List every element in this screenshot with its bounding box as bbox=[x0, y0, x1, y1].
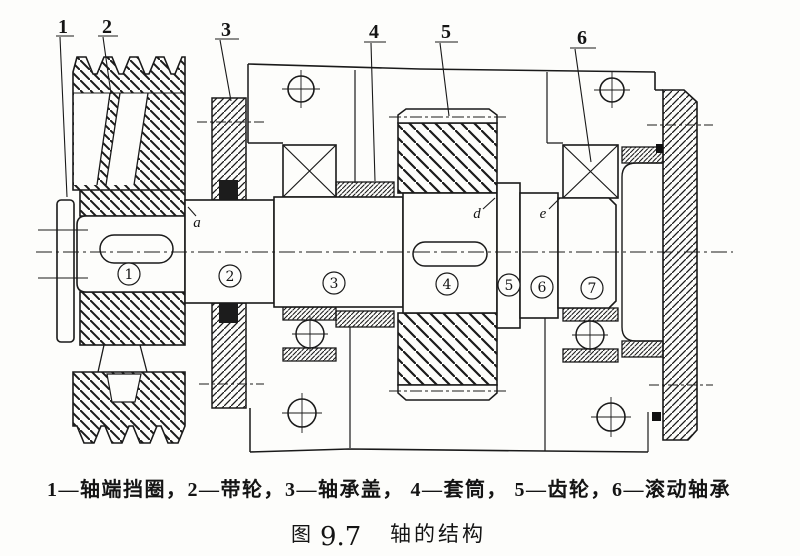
shaft-section-numbers: 1 2 3 4 5 6 7 bbox=[117, 262, 604, 300]
figure-title-prefix: 图 bbox=[291, 524, 313, 546]
point-label-e: e bbox=[540, 206, 547, 222]
keyway-2 bbox=[412, 241, 488, 267]
leader-label-6: 6 bbox=[577, 27, 587, 49]
right-bearing-top bbox=[562, 144, 619, 199]
seal-ring-top bbox=[656, 144, 663, 153]
leader-label-1: 1 bbox=[58, 16, 68, 38]
leader-label-5: 5 bbox=[441, 21, 451, 43]
shaft-section-7 bbox=[557, 197, 617, 309]
point-label-a: a bbox=[193, 215, 201, 231]
leader-label-3: 3 bbox=[221, 19, 231, 41]
gear bbox=[389, 108, 506, 401]
v-belt-pulley bbox=[72, 56, 186, 444]
figure-title-number: 9.7 bbox=[320, 522, 361, 552]
right-bearing-cap bbox=[621, 89, 713, 441]
seal-ring-bottom bbox=[652, 412, 661, 421]
right-bearing-bottom bbox=[562, 307, 619, 363]
sleeve-spacer bbox=[335, 181, 395, 328]
gearbox-housing bbox=[247, 63, 663, 453]
shaft-end-retaining-ring bbox=[38, 199, 88, 343]
housing-bolt-holes bbox=[282, 70, 631, 437]
leader-label-2: 2 bbox=[102, 16, 112, 38]
section-number-7: 7 bbox=[588, 281, 597, 297]
leader-label-4: 4 bbox=[369, 21, 379, 43]
shaft-section-5 bbox=[496, 182, 521, 329]
figure-caption: 1—轴端挡圈，2—带轮，3—轴承盖， 4—套筒， 5—齿轮，6—滚动轴承 bbox=[47, 477, 731, 501]
left-bearing-cap bbox=[197, 97, 264, 409]
section-number-3: 3 bbox=[330, 276, 339, 292]
section-number-4: 4 bbox=[443, 277, 452, 293]
section-number-2: 2 bbox=[226, 269, 235, 285]
keyway-1 bbox=[99, 234, 174, 264]
point-label-d: d bbox=[473, 206, 481, 222]
retaining-screw-lines bbox=[38, 229, 88, 279]
leader-lines bbox=[56, 35, 596, 217]
figure-title-text: 轴的结构 bbox=[390, 522, 486, 546]
section-number-1: 1 bbox=[125, 267, 134, 283]
felt-seal-top bbox=[219, 180, 238, 200]
shaft-section-6 bbox=[519, 192, 559, 319]
section-number-6: 6 bbox=[538, 280, 547, 296]
felt-seal-bottom bbox=[219, 303, 238, 323]
section-number-5: 5 bbox=[505, 278, 514, 294]
left-bearing-top bbox=[282, 144, 337, 198]
left-bearing-bottom bbox=[282, 306, 337, 362]
figure-title: 图 9.7 轴的结构 bbox=[291, 522, 486, 552]
